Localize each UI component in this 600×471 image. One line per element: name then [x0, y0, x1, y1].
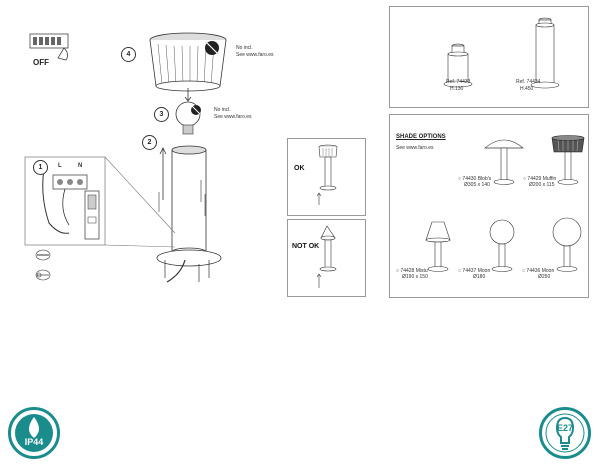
not-ok-label: NOT OK — [292, 243, 320, 250]
shade-moon-180-ref: ○ 74437 Moon — [458, 268, 491, 274]
off-label: OFF — [33, 58, 49, 67]
shade-muffin-drawing — [551, 135, 585, 185]
models-panel — [389, 6, 589, 108]
bollard-column-drawing — [156, 145, 222, 283]
shade-muffin-size: Ø200 x 115 — [529, 182, 555, 188]
shade-moon-180-size: Ø180 — [473, 274, 486, 280]
shade-moon-250-ref-text: 74436 Moon — [526, 268, 555, 274]
shade-blobs-ref-text: 74430 Blob's — [462, 176, 492, 182]
shade-mistu-size: Ø190 x 150 — [402, 274, 428, 280]
wrench-icon — [35, 269, 51, 281]
shade-see-website: See www.faro.es — [236, 52, 274, 58]
ip44-label: IP44 — [24, 437, 44, 447]
step-2-marker: 2 — [142, 135, 157, 150]
model-short-drawing — [443, 43, 473, 88]
e27-label: E27 — [556, 423, 573, 433]
water-drop-icon — [15, 414, 53, 452]
shade-mistu-drawing — [425, 221, 451, 272]
shade-mistu-ref-text: 74428 Mistu — [400, 268, 428, 274]
bulb-see-website: See www.faro.es — [214, 114, 252, 120]
shade-moon-250-drawing — [552, 217, 582, 272]
ip44-badge: IP44 — [8, 407, 60, 459]
step-3-marker: 3 — [154, 107, 169, 122]
shade-muffin-ref: ○ 74429 Muffin — [523, 176, 557, 182]
shade-mistu-ref: ○ 74428 Mistu — [396, 268, 428, 274]
shade-not-included: No incl. — [236, 45, 253, 51]
shade-moon-180-drawing — [489, 219, 515, 272]
shade-moon-180-ref-text: 74437 Moon — [462, 268, 491, 274]
arrow-down-icon — [184, 88, 192, 102]
screwdriver-icon — [35, 249, 51, 261]
model-short-height: H.130 — [450, 86, 464, 92]
model-tall-height: H.450 — [520, 86, 534, 92]
shade-blobs-size: Ø305 x 140 — [464, 182, 490, 188]
step-4-marker: 4 — [121, 47, 136, 62]
shade-options-subtitle: See www.faro.es — [396, 145, 434, 151]
shade-drawing — [149, 32, 227, 92]
shade-blobs-drawing — [484, 139, 524, 185]
bulb-not-included: No incl. — [214, 107, 231, 113]
shade-blobs-ref: ○ 74430 Blob's — [458, 176, 492, 182]
ok-label: OK — [294, 165, 305, 172]
e27-badge: E27 — [539, 407, 591, 459]
bulb-drawing — [175, 101, 201, 135]
terminal-l-label: L — [58, 163, 62, 169]
bulb-icon — [545, 413, 585, 453]
ok-fixture-drawing — [316, 144, 338, 205]
shade-moon-250-size: Ø250 — [538, 274, 551, 280]
shade-options-title: SHADE OPTIONS — [396, 134, 446, 140]
terminal-n-label: N — [78, 163, 83, 169]
not-ok-fixture-drawing — [316, 225, 337, 288]
model-short-ref: Ref. 74433 — [446, 79, 471, 85]
shade-muffin-ref-text: 74429 Muffin — [527, 176, 557, 182]
model-tall-drawing — [530, 17, 560, 89]
power-switch-drawing — [29, 33, 69, 61]
model-tall-ref: Ref. 74434 — [516, 79, 541, 85]
step-1-marker: 1 — [33, 160, 48, 175]
shade-moon-250-ref: ○ 74436 Moon — [522, 268, 555, 274]
